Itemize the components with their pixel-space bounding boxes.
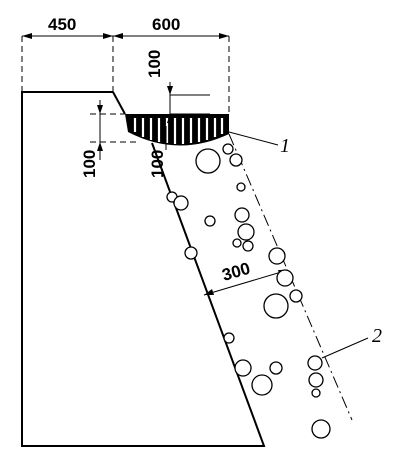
collar-left-edge — [112, 91, 126, 115]
dim-offset-line — [203, 269, 289, 296]
leader-1 — [228, 131, 279, 146]
collar-hatch — [133, 118, 224, 144]
dim-offset: 300 — [220, 259, 253, 285]
arrow-side-2 — [97, 142, 103, 151]
arrow-offset-1 — [204, 289, 214, 295]
dim-top-left: 450 — [48, 15, 76, 34]
drainage-pebbles — [166, 143, 331, 439]
dim-collar-inner: 100 — [148, 150, 167, 178]
label-1: 1 — [280, 135, 290, 157]
dim-collar-top: 100 — [145, 50, 164, 78]
dim-top-right: 600 — [152, 15, 180, 34]
arrow-top-4 — [219, 33, 229, 39]
leader-2 — [321, 337, 369, 359]
arrow-collar-top-1 — [167, 86, 173, 95]
arrow-collar-top-2 — [167, 114, 173, 123]
arrow-side-1 — [97, 105, 103, 114]
arrow-top-1 — [22, 33, 32, 39]
label-2: 2 — [372, 325, 382, 347]
arrow-top-2 — [103, 33, 113, 39]
collar-band — [125, 114, 229, 146]
wall-outline — [21, 91, 266, 447]
dim-collar-side: 100 — [80, 150, 99, 178]
arrow-top-3 — [113, 33, 123, 39]
